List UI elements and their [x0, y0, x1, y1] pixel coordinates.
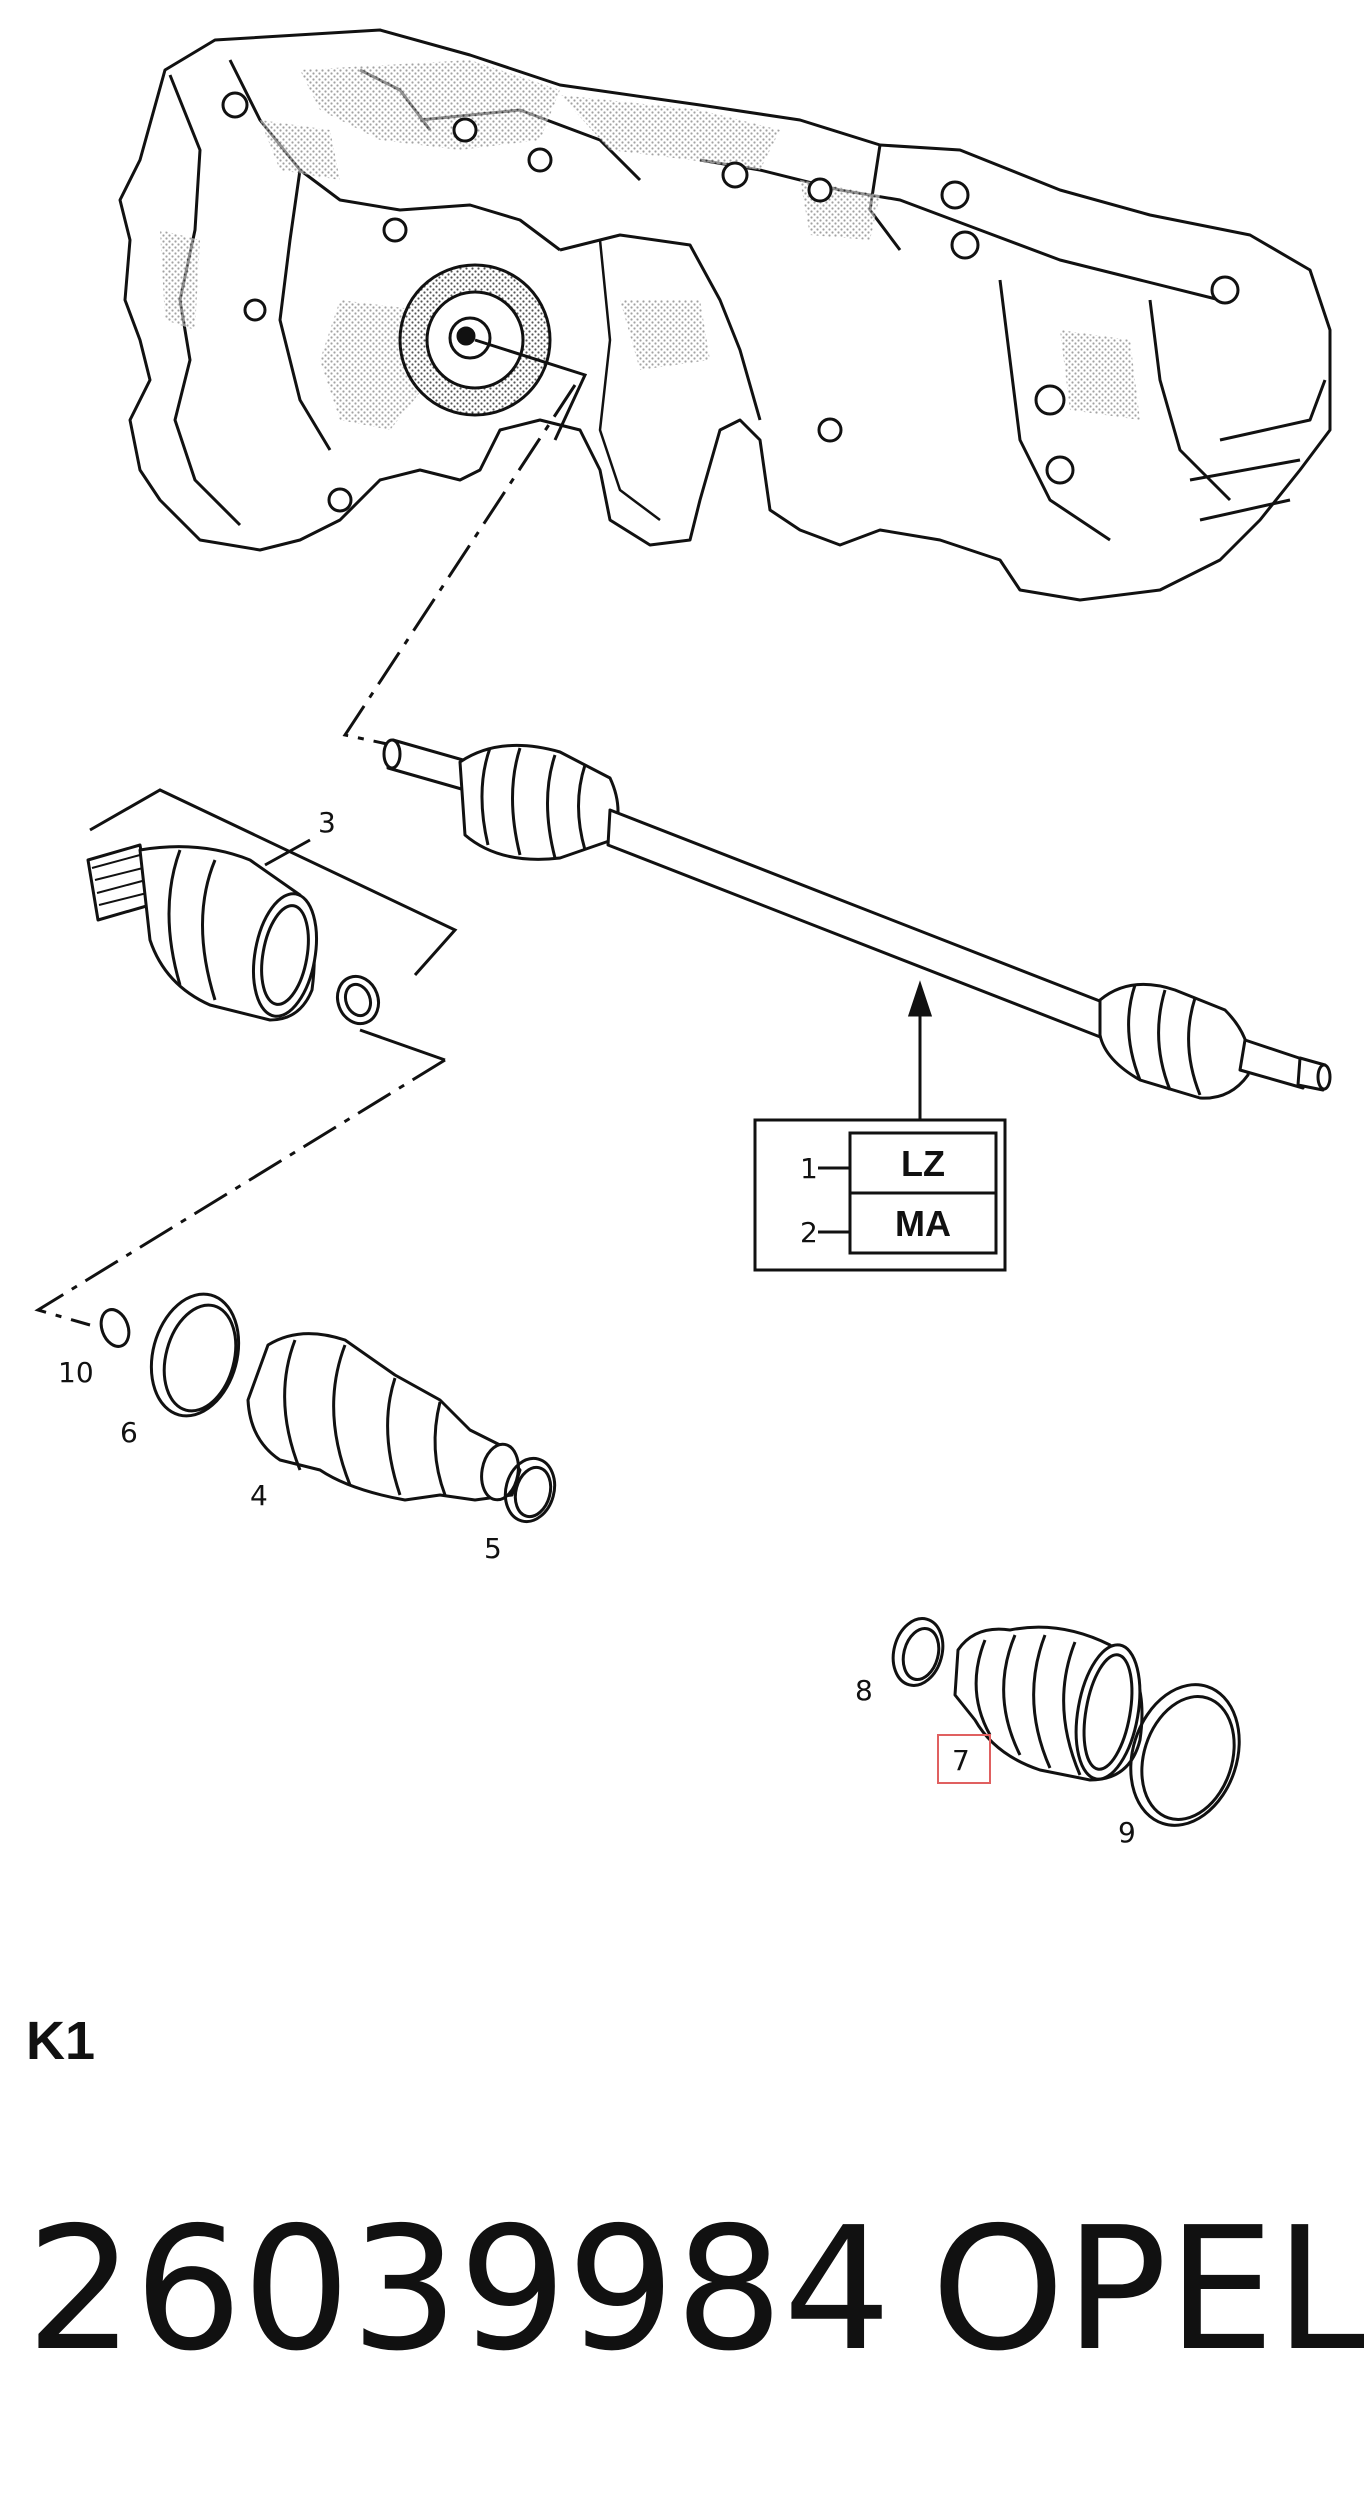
callout-1: 1: [800, 1152, 818, 1185]
inner-cv-joint: [86, 843, 318, 1022]
outer-boot-7: [953, 1625, 1144, 1782]
transmission-output-bore: [398, 263, 588, 441]
brand-name: OPEL: [931, 2191, 1364, 2389]
variant-lz-label: LZ: [901, 1143, 945, 1184]
callout-2: 2: [800, 1216, 818, 1249]
variant-arrow: [907, 980, 933, 1120]
drive-shaft-assembly: [382, 738, 1332, 1100]
boot-clamp-6: [149, 1292, 241, 1418]
callout-5: 5: [484, 1532, 502, 1565]
variant-box: [753, 1118, 1007, 1272]
section-label: K1: [26, 2011, 96, 2071]
inner-joint-bracket: [89, 788, 458, 1062]
callout-3: 3: [318, 806, 336, 839]
footer-caption: 26039984 OPEL: [26, 2190, 1364, 2390]
highlight-box-7: [937, 1734, 991, 1784]
housing-bolts: [221, 91, 1240, 513]
leader-lines: [34, 384, 577, 1327]
callout-7: 7: [952, 1744, 970, 1777]
exploded-parts-diagram: 1 2 LZ MA 3 10 6 4: [34, 28, 1332, 1849]
callout-8: 8: [855, 1674, 873, 1707]
transmission-housing: [118, 28, 1332, 602]
callout-6: 6: [120, 1416, 138, 1449]
boot-clamp-9: [1129, 1683, 1241, 1827]
circlip-10: [99, 1308, 131, 1348]
callout-4: 4: [250, 1479, 268, 1512]
inner-boot-4: [246, 1332, 522, 1502]
housing-shading: [160, 60, 1140, 430]
part-number: 26039984: [26, 2191, 892, 2389]
callout-10: 10: [58, 1356, 94, 1389]
callout-9: 9: [1118, 1816, 1136, 1849]
snap-ring-small: [335, 974, 381, 1026]
boot-clamp-5: [503, 1456, 557, 1524]
variant-ma-label: MA: [895, 1203, 951, 1244]
boot-clamp-8: [891, 1617, 945, 1687]
